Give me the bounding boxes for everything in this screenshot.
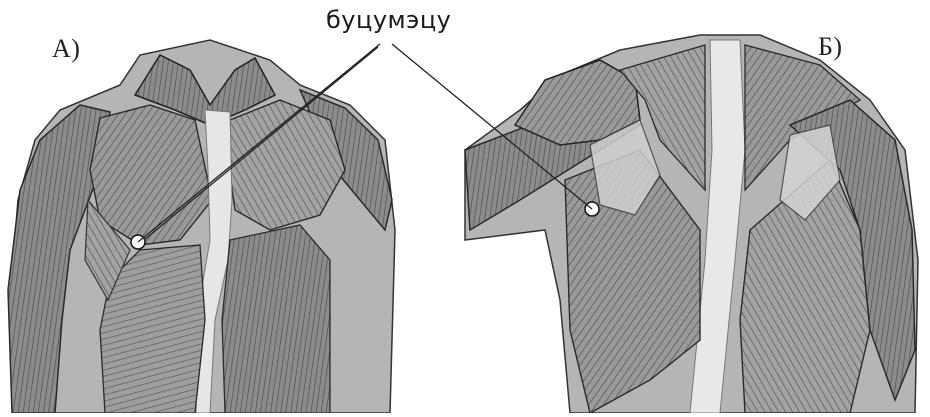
front-torso <box>8 40 395 413</box>
panel-a-label: А) <box>52 36 80 62</box>
back-torso <box>465 35 918 413</box>
acupoint-callout-label: буцумэцу <box>326 6 451 34</box>
panel-b-label: Б) <box>818 34 843 60</box>
front-abdomen-right <box>222 225 330 413</box>
